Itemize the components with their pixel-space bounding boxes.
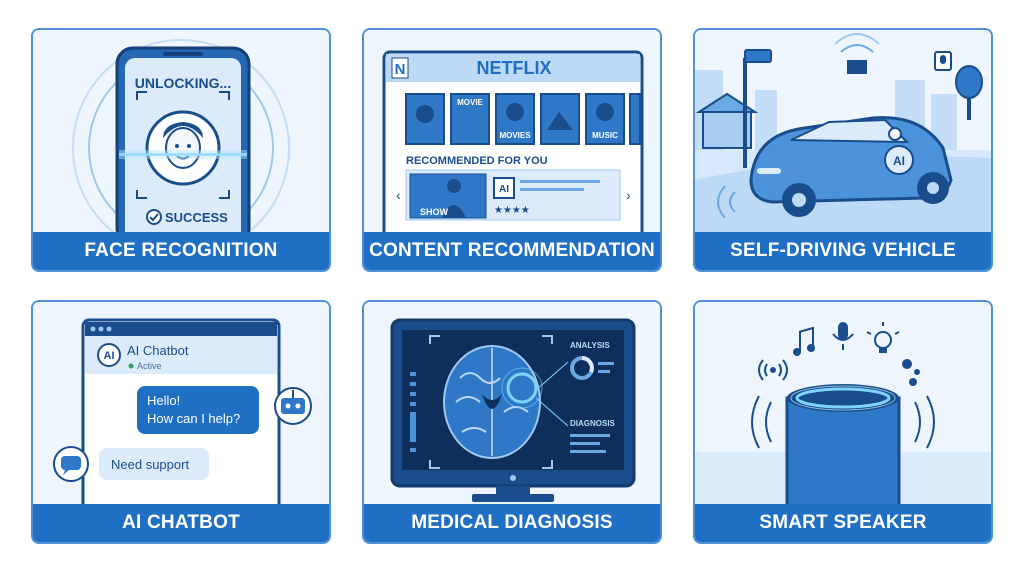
show-label: SHOW — [420, 207, 449, 217]
card-label-content-recommendation: CONTENT RECOMMENDATION — [364, 232, 660, 270]
music-note-icon — [793, 326, 815, 356]
avatar-text: AI — [104, 350, 115, 362]
card-ai-chatbot: AI AI Chatbot Active Hello! How can I he… — [31, 300, 331, 544]
bot-name: AI Chatbot — [127, 343, 189, 358]
face-icon — [145, 110, 221, 186]
card-label-smart-speaker: SMART SPEAKER — [695, 504, 991, 542]
section-title: RECOMMENDED FOR YOU — [406, 155, 548, 167]
brand-logo: N — [395, 61, 406, 78]
face-recognition-illustration: UNLOCKING... SUCCESS — [33, 30, 329, 232]
lightbulb-icon — [866, 322, 900, 353]
card-label-ai-chatbot: AI CHATBOT — [33, 504, 329, 542]
checkmark-icon — [146, 209, 162, 225]
traffic-camera-icon — [743, 49, 772, 168]
card-smart-speaker: SMART SPEAKER — [693, 300, 993, 544]
car-ai-badge: AI — [893, 154, 905, 168]
brain-scan-icon — [443, 345, 543, 459]
success-text: SUCCESS — [165, 210, 228, 225]
card-self-driving-vehicle: AI SELF-DRIVING VEHICLE — [693, 28, 993, 272]
star-icon: ★★★★ — [494, 205, 530, 216]
thumb-label-movies: MOVIES — [499, 131, 531, 140]
lidar-sensor-icon — [834, 33, 880, 74]
assistant-dots-icon — [902, 359, 920, 386]
user-message-bubble — [99, 448, 209, 480]
chevron-left-icon[interactable]: ‹ — [396, 187, 401, 203]
bot-status: Active — [137, 361, 162, 371]
bot-message-line1: Hello! — [147, 393, 180, 408]
unlock-status-text: UNLOCKING... — [135, 75, 231, 91]
wifi-signal-icon — [758, 359, 788, 381]
analysis-label: ANALYSIS — [570, 341, 610, 350]
medical-diagnosis-illustration: ANALYSIS DIAGNOSIS — [364, 302, 660, 504]
microphone-icon — [832, 322, 854, 350]
card-face-recognition: UNLOCKING... SUCCESS — [31, 28, 331, 272]
avatar — [97, 343, 121, 367]
ai-badge: AI — [499, 184, 509, 195]
thumb-label-movie: MOVIE — [457, 98, 483, 107]
brand-name: NETFLIX — [477, 58, 552, 78]
diagnosis-label: DIAGNOSIS — [570, 419, 616, 428]
card-content-recommendation: N NETFLIX MOVIE MOVIES MUSIC RECOMMENDED… — [362, 28, 662, 272]
chat-bubble-icon — [53, 446, 89, 482]
thumbnail-row: MOVIE MOVIES MUSIC — [405, 93, 641, 145]
bot-message-line2: How can I help? — [147, 411, 240, 426]
smart-speaker-illustration — [695, 302, 991, 504]
smart-speaker-icon — [785, 384, 901, 504]
card-label-face-recognition: FACE RECOGNITION — [33, 232, 329, 270]
sound-wave-icon — [751, 395, 935, 449]
user-message: Need support — [111, 457, 189, 472]
robot-icon — [274, 387, 312, 425]
card-label-medical-diagnosis: MEDICAL DIAGNOSIS — [364, 504, 660, 542]
bot-message-bubble — [137, 386, 259, 434]
self-driving-illustration: AI — [695, 30, 991, 232]
content-recommendation-illustration: N NETFLIX MOVIE MOVIES MUSIC RECOMMENDED… — [364, 30, 660, 232]
thumb-label-music: MUSIC — [592, 131, 618, 140]
microphone-icon — [934, 51, 952, 71]
card-label-self-driving-vehicle: SELF-DRIVING VEHICLE — [695, 232, 991, 270]
chevron-right-icon[interactable]: › — [626, 187, 631, 203]
tree-icon — [955, 65, 983, 120]
chatbot-illustration: AI AI Chatbot Active Hello! How can I he… — [33, 302, 329, 504]
car-icon: AI — [749, 116, 953, 217]
card-medical-diagnosis: ANALYSIS DIAGNOSIS MEDICAL DIAGNOSIS — [362, 300, 662, 544]
